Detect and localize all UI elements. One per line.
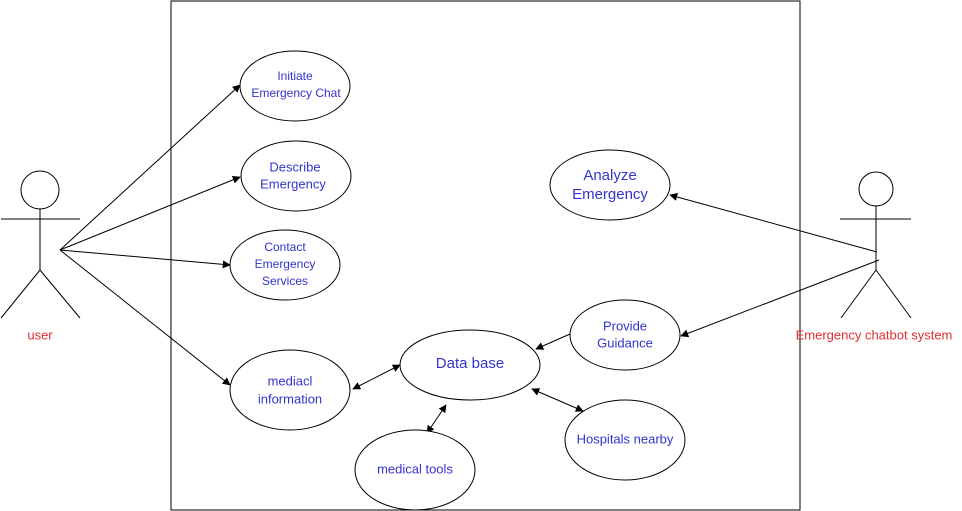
usecase-medical-tools[interactable]: medical tools [354,429,476,511]
system-actor-right-leg [875,269,912,319]
usecase-contact-line3: Services [262,274,308,288]
usecase-describe-line1: Describe [269,159,320,174]
usecase-guidance-line2: Guidance [597,335,653,350]
user-to-describe-arrow [59,175,241,251]
usecase-medical-info-line1: mediacl [268,373,313,388]
system-actor[interactable]: Emergency chatbot system [796,171,953,342]
usecase-guidance-line1: Provide [603,318,647,333]
usecase-medical-tools-label: medical tools [377,461,453,476]
usecase-initiate-ellipse [239,50,351,122]
usecase-contact-emergency-services[interactable]: Contact Emergency Services [229,229,341,301]
usecase-medical-tools-ellipse [354,429,476,511]
usecase-analyze-ellipse [549,149,671,221]
user-to-medical-info-arrow [59,249,231,386]
system-actor-left-leg [840,269,877,319]
database-hospitals-arrow [531,388,584,412]
usecase-contact-ellipse [229,229,341,301]
usecase-initiate-line2: Emergency Chat [251,86,341,100]
user-actor-label: user [27,327,53,342]
user-to-initiate-arrow [59,84,241,251]
user-actor-head [20,170,60,210]
usecase-describe-ellipse [240,140,352,212]
usecase-hospitals-ellipse [564,399,686,481]
usecase-contact-line1: Contact [264,240,306,254]
usecase-medical-information[interactable]: mediacl information [229,349,351,431]
system-to-analyze-arrow [669,193,878,253]
usecase-database[interactable]: Data base [399,329,541,401]
system-actor-label: Emergency chatbot system [796,327,953,342]
usecase-medical-info-ellipse [229,349,351,431]
user-to-contact-arrow [59,249,231,269]
usecase-database-ellipse [399,329,541,401]
usecase-medical-info-line2: information [258,391,322,406]
usecase-hospitals-nearby[interactable]: Hospitals nearby [564,399,686,481]
usecase-analyze-emergency[interactable]: Analyze Emergency [549,149,671,221]
usecase-provide-guidance[interactable]: Provide Guidance [569,299,681,371]
usecase-describe-line2: Emergency [260,176,326,191]
user-actor[interactable]: user [0,170,81,342]
usecase-initiate-emergency-chat[interactable]: Initiate Emergency Chat [239,50,351,122]
usecase-describe-emergency[interactable]: Describe Emergency [240,140,352,212]
system-actor-head [858,171,894,207]
system-to-guidance-arrow [680,259,880,338]
usecase-analyze-line1: Analyze [583,167,636,184]
guidance-to-database-arrow [535,333,571,350]
medical-info-database-arrow [352,364,401,390]
usecase-guidance-ellipse [569,299,681,371]
usecase-hospitals-label: Hospitals nearby [577,431,674,446]
usecase-database-label: Data base [436,355,504,372]
usecase-analyze-line2: Emergency [572,186,648,203]
usecase-contact-line2: Emergency [255,257,316,271]
user-actor-right-leg [39,269,81,319]
database-tools-arrow [426,404,447,434]
user-actor-left-leg [0,269,41,319]
usecase-initiate-line1: Initiate [277,69,313,83]
